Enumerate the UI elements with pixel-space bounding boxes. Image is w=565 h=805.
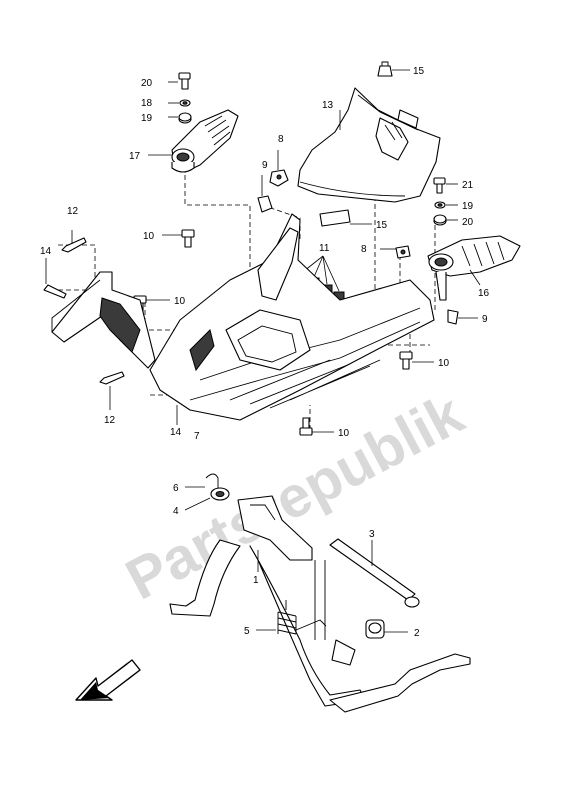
stopper-part-2 [365,619,408,639]
callout-6: 6 [173,483,179,494]
callout-17: 17 [129,151,141,162]
cover-part-13 [297,87,441,203]
callout-10-d: 10 [338,428,350,439]
front-direction-arrow-icon [75,659,141,701]
footrest-right-part-16 [427,235,521,301]
callout-9-top: 9 [262,160,268,171]
callout-15-mid: 15 [376,220,388,231]
callout-21: 21 [462,180,474,191]
callout-10-b: 10 [174,296,186,307]
callout-4: 4 [173,506,179,517]
screw-part-12-top [61,230,87,253]
callout-12-top: 12 [67,206,79,217]
callout-1: 1 [253,575,259,586]
callout-20-left: 20 [141,78,153,89]
callout-13: 13 [322,100,334,111]
cotter-pin-part-6 [185,473,219,494]
callout-20-right: 20 [462,217,474,228]
callout-19-left: 19 [141,113,153,124]
washer-part-4 [184,487,230,511]
callout-14-bottom: 14 [170,427,182,438]
callout-8-top: 8 [278,134,284,145]
screw-part-14-left [43,258,67,299]
callout-labels: 20 18 19 17 15 13 8 9 21 19 20 15 12 10 … [40,66,490,639]
callout-12-bottom: 12 [104,415,116,426]
callout-7: 7 [194,431,200,442]
side-bracket [51,271,156,369]
callout-11: 11 [319,243,330,254]
main-stand-part-1 [169,495,471,713]
footrest-left-part-17 [148,109,239,173]
callout-3: 3 [369,529,375,540]
callout-9-right: 9 [482,314,488,325]
callout-5: 5 [244,626,250,637]
callout-14-left: 14 [40,246,52,257]
callout-16: 16 [478,288,490,299]
screw-part-12-bottom [99,371,125,410]
fastener-stack-right [433,177,458,226]
callout-10-c: 10 [438,358,450,369]
bracket-part-8-top [269,150,289,187]
clip-part-9-top [257,175,273,213]
callout-19-right: 19 [462,201,474,212]
bracket-part-8-right [380,245,411,259]
shaft-part-3 [329,538,420,608]
callout-18: 18 [141,98,153,109]
callout-8-right: 8 [361,244,367,255]
callout-2: 2 [414,628,420,639]
spring-part-5 [256,600,327,635]
callout-15-top: 15 [413,66,425,77]
clip-part-9-right [447,309,478,325]
callout-10-a: 10 [143,231,155,242]
floor-panel-part-7 [149,213,435,421]
fastener-stack-left [168,72,192,124]
clip-part-15 [319,61,410,227]
watermark: Partsrepublik [116,381,474,613]
